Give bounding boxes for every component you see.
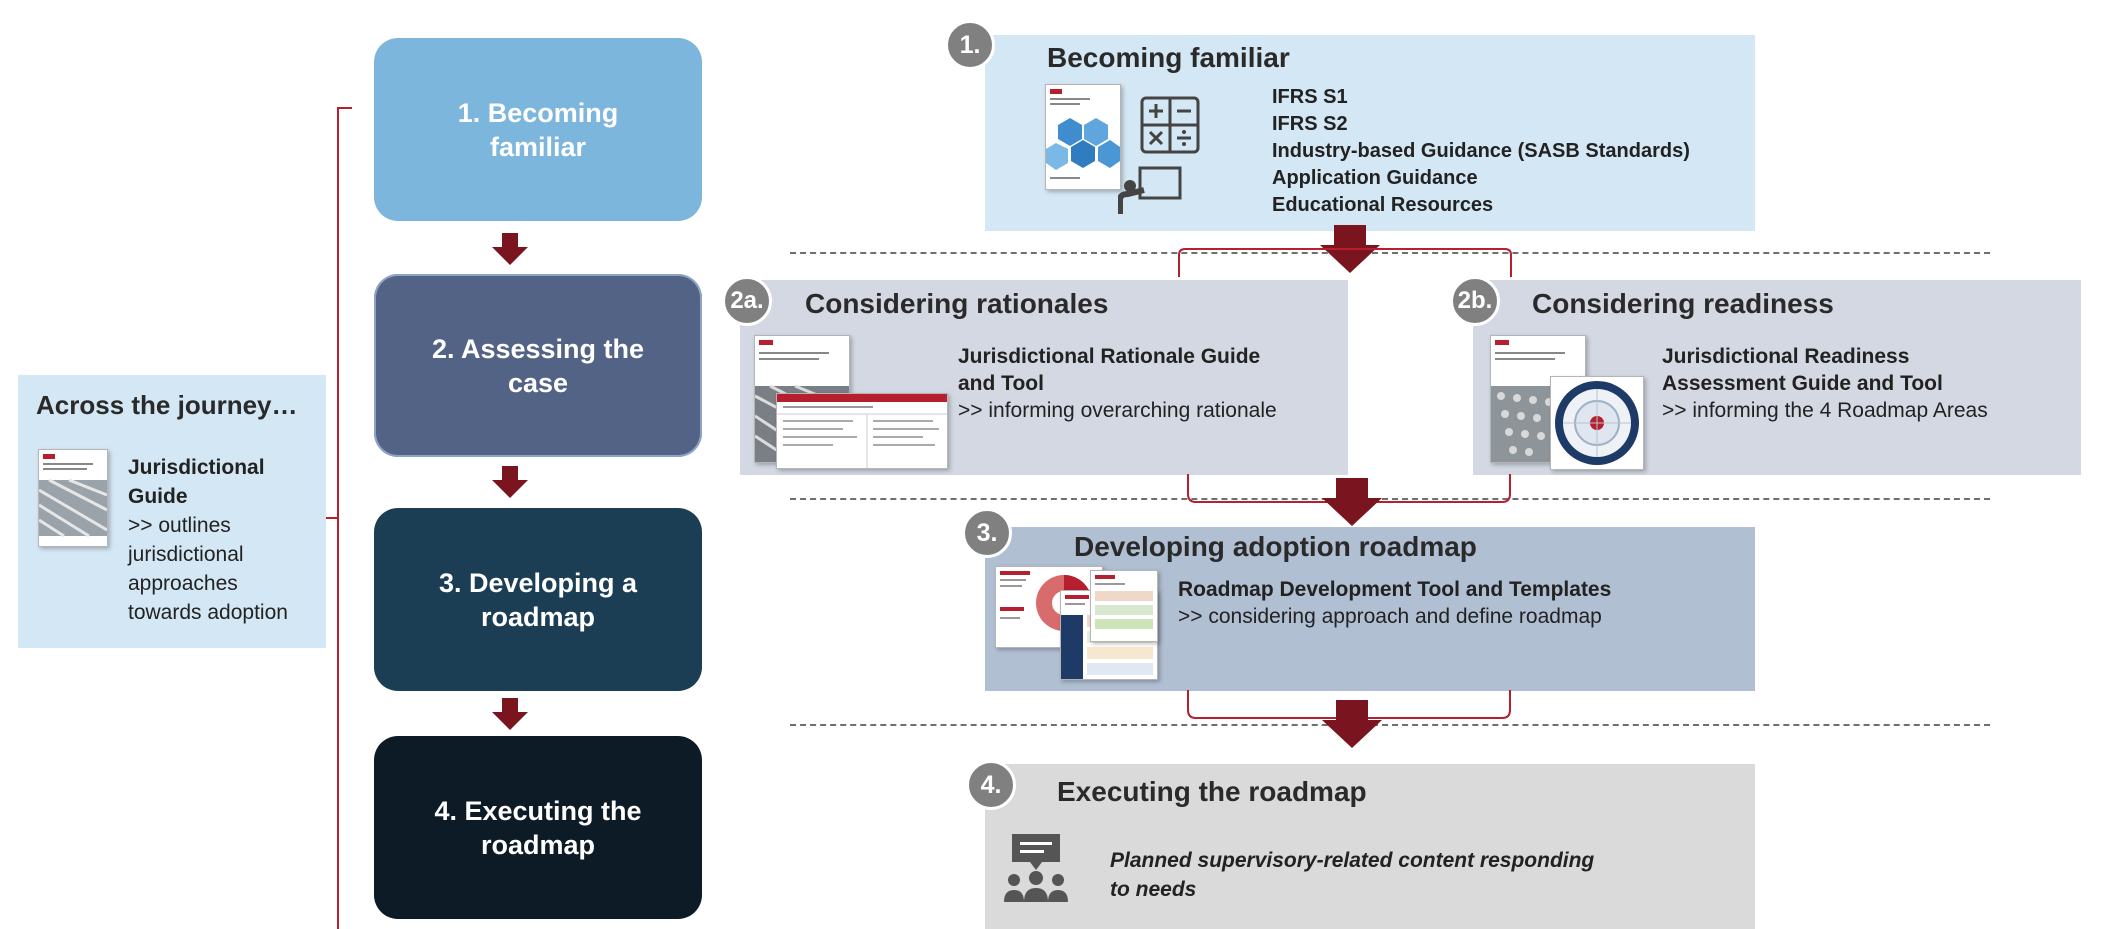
step-3-text: Roadmap Development Tool and Templates >… <box>1178 576 1611 630</box>
step-2a-desc: >> informing overarching rationale <box>958 399 1277 422</box>
calculator-icon <box>1140 96 1200 154</box>
stage-arrow-1 <box>492 233 528 265</box>
side-doc-title-1: Jurisdictional <box>128 456 265 479</box>
step-2b-desc: >> informing the 4 Roadmap Areas <box>1662 399 1988 422</box>
step-4-badge: 4. <box>966 760 1016 810</box>
step-1-item-4: Application Guidance <box>1272 167 1478 189</box>
readiness-tool-wheel <box>1550 376 1644 470</box>
step-2b-title: Considering readiness <box>1532 288 1834 319</box>
stage-1-line-2: familiar <box>489 131 587 162</box>
step-2a-tool-1: Jurisdictional Rationale Guide <box>958 345 1261 368</box>
step-2a-title: Considering rationales <box>805 288 1109 319</box>
step-3-title: Developing adoption roadmap <box>1074 531 1477 562</box>
side-doc-desc-1: >> outlines <box>128 514 231 537</box>
presentation-icon <box>1118 166 1182 214</box>
step-4-desc-1: Planned supervisory-related content resp… <box>1110 849 1595 872</box>
stage-3-line-1: 3. Developing a <box>438 567 638 598</box>
step-1-item-2: IFRS S2 <box>1272 113 1348 135</box>
step-arrow-2-3 <box>1322 478 1382 526</box>
stage-1-line-1: 1. Becoming <box>457 97 619 128</box>
roadmap-template-3 <box>1090 570 1158 642</box>
stage-4-line-1: 4. Executing the <box>434 795 642 826</box>
step-2b-tool-2: Assessment Guide and Tool <box>1662 372 1943 395</box>
stage-arrow-2 <box>492 466 528 498</box>
stage-2-line-2: case <box>507 367 569 398</box>
step-1-items: IFRS S1 IFRS S2 Industry-based Guidance … <box>1272 84 1690 219</box>
step-1-item-1: IFRS S1 <box>1272 86 1348 108</box>
step-1-badge: 1. <box>945 20 995 70</box>
step-1-item-5: Educational Resources <box>1272 194 1494 216</box>
jurisdictional-guide-cover <box>38 449 108 547</box>
step-2b-text: Jurisdictional Readiness Assessment Guid… <box>1662 343 1988 424</box>
side-doc-desc-3: approaches <box>128 572 238 595</box>
meeting-icon <box>1004 834 1068 902</box>
separator-3 <box>790 724 1990 726</box>
separator-1 <box>790 252 1990 254</box>
rationale-tool-spreadsheet <box>776 393 948 469</box>
step-4-desc-2: to needs <box>1110 878 1197 901</box>
step-3-tool: Roadmap Development Tool and Templates <box>1178 578 1612 601</box>
stage-4-line-2: roadmap <box>480 829 596 860</box>
step-arrow-3-4 <box>1322 700 1382 748</box>
side-doc-desc-2: jurisdictional <box>128 543 244 566</box>
across-journey-title: Across the journey… <box>36 390 298 420</box>
step-1-title: Becoming familiar <box>1047 42 1290 73</box>
stage-3-line-2: roadmap <box>480 601 596 632</box>
step-2b-tool-1: Jurisdictional Readiness <box>1662 345 1910 368</box>
step-4-panel <box>985 764 1755 929</box>
journey-bracket <box>326 107 352 929</box>
step-2-top-bracket <box>1178 248 1512 277</box>
separator-2 <box>790 498 1990 500</box>
step-4-title: Executing the roadmap <box>1057 776 1367 807</box>
step-2b-badge: 2b. <box>1450 276 1500 326</box>
step-2a-text: Jurisdictional Rationale Guide and Tool … <box>958 343 1277 424</box>
step-2a-tool-2: and Tool <box>958 372 1044 395</box>
step-2a-badge: 2a. <box>722 276 772 326</box>
ifrs-standards-cover <box>1045 84 1121 190</box>
stage-2-line-1: 2. Assessing the <box>431 333 645 364</box>
step-3-badge: 3. <box>962 508 1012 558</box>
side-doc-desc-4: towards adoption <box>128 601 288 624</box>
step-3-desc: >> considering approach and define roadm… <box>1178 605 1602 628</box>
side-doc-text: Jurisdictional Guide >> outlines jurisdi… <box>128 453 288 627</box>
step-4-text: Planned supervisory-related content resp… <box>1110 846 1594 904</box>
side-doc-title-2: Guide <box>128 485 188 508</box>
step-1-item-3: Industry-based Guidance (SASB Standards) <box>1272 140 1690 162</box>
stage-arrow-3 <box>492 698 528 730</box>
